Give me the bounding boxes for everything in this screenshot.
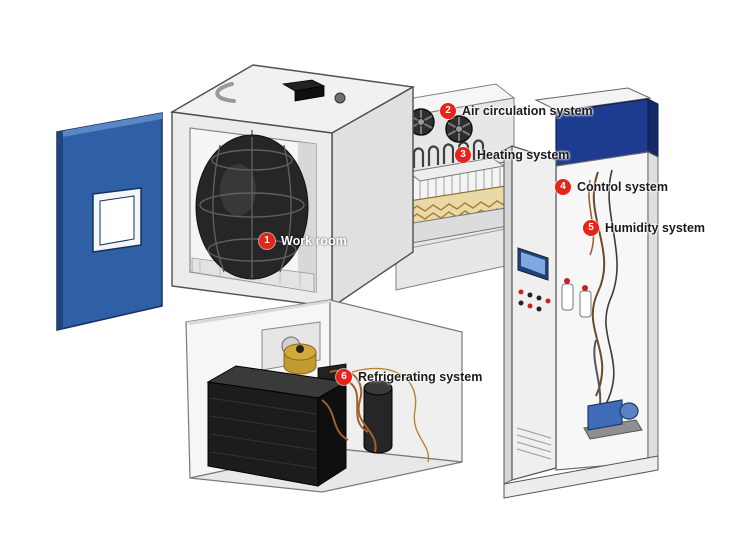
water-pump [583,339,643,440]
heating-elements [386,139,532,244]
door-panel [56,112,163,331]
air-circulation-fans [407,108,473,143]
work-chamber [169,64,416,309]
fan-impeller [445,115,473,143]
vent-grille [516,427,552,460]
control-tower [503,87,659,499]
compressor [283,343,317,375]
accumulator-cylinder [363,380,393,454]
control-buttons [518,289,551,312]
condenser-block [206,365,348,487]
heater-coils [412,139,485,168]
humidity-pipes [561,169,643,440]
humidifier-bottle [579,290,592,318]
humidifier-bottle [561,283,574,311]
chamber-roof-fittings [215,79,346,104]
specimen-rack [195,130,309,280]
refrigeration-unit [185,299,463,493]
